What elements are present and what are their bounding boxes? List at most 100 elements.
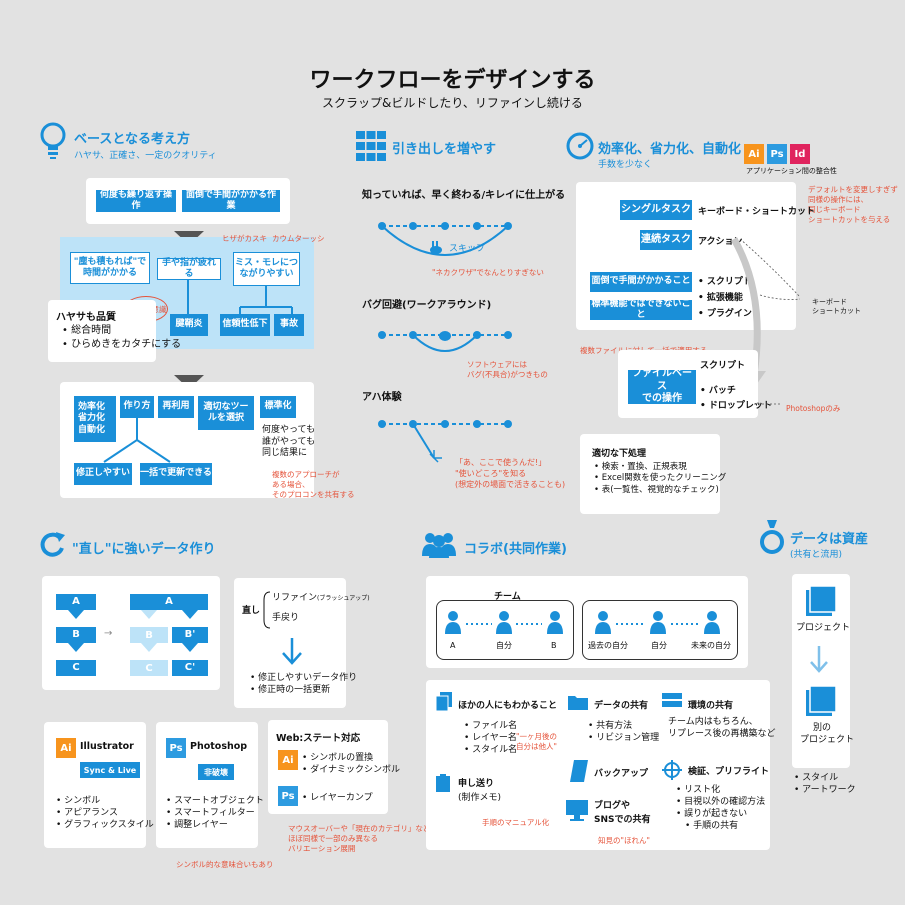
plugin-value: • プラグイン xyxy=(698,309,752,319)
understand-item: レイヤー名 xyxy=(464,732,517,744)
illustrator-list: シンボル アピアランス グラフィックスタイル xyxy=(56,795,154,831)
note-approach: 複数のアプローチが ある場合、 そのプロコンを共有する xyxy=(272,470,355,500)
note-counter: カウムターッシ xyxy=(272,234,325,243)
project-label: プロジェクト xyxy=(796,623,851,633)
server-icon xyxy=(662,693,682,713)
handover-sub: (制作メモ) xyxy=(458,793,502,803)
problem-accumulate: "塵も積もれば"で時間がかかる xyxy=(70,252,150,284)
preprocess-title: 適切な下処理 xyxy=(592,449,647,459)
fix-chain-1 xyxy=(68,610,84,652)
note-blog: 知見の"ほれん" xyxy=(598,836,650,845)
preprocess-list: 検索・置換、正規表現 Excel関数を使ったクリーニング 表(一覧性、視覚的なチ… xyxy=(594,462,727,496)
team-self: 自分 xyxy=(496,641,512,650)
note-manual: 手順のマニュアル化 xyxy=(482,818,550,827)
note-hiza: ヒザがカスキ xyxy=(222,234,267,243)
rabbit-icon xyxy=(429,240,443,259)
base-subtitle: ハヤサ、正確さ、一定のクオリティ xyxy=(74,151,217,161)
share-item: 共有方法 xyxy=(588,720,659,732)
skip-diagram xyxy=(378,222,512,256)
handover-title: 申し送り xyxy=(458,779,495,789)
assets-title: データは資産 xyxy=(790,532,869,547)
photoshop-item: スマートフィルター xyxy=(166,807,264,819)
page-title: ワークフローをデザインする xyxy=(309,68,596,93)
tedious-box: 面倒で手間がかかる作業 xyxy=(182,190,280,212)
droplet-connector xyxy=(754,403,782,405)
web-ps-list: レイヤーカンプ xyxy=(302,792,372,804)
standard-text: 何度やっても 誰がやっても 同じ結果に xyxy=(262,425,316,459)
quality-title: ハヤサも品質 xyxy=(56,312,116,323)
self-group xyxy=(582,600,738,660)
verify-title: 検証、プリフライト xyxy=(688,767,770,777)
understand-title: ほかの人にもわかること xyxy=(458,701,558,711)
verify-list: リスト化 目視以外の確認方法 誤りが起きない 手順の共有 xyxy=(676,784,765,833)
illustrator-tag: Sync & Live xyxy=(80,762,140,778)
non-standard-task: 標準機能ではできないこと xyxy=(590,298,692,320)
efficiency-item: 効率化 xyxy=(78,402,106,413)
current-self: 自分 xyxy=(651,641,667,650)
web-title: Web:ステート対応 xyxy=(276,733,361,744)
illustrator-item: グラフィックスタイル xyxy=(56,819,154,831)
folder-icon xyxy=(568,694,588,714)
assets-item: アートワーク xyxy=(794,784,855,796)
web-ai-item: シンボルの置換 xyxy=(302,752,400,764)
note-web: マウスオーバーや「現在のカテゴリ」など、 ほぼ同様で一部のみ異なる バリエーショ… xyxy=(288,824,438,854)
photoshop-name: Photoshop xyxy=(190,741,248,752)
fix-c1: C xyxy=(56,660,96,676)
photoshop-item: 調整レイヤー xyxy=(166,819,264,831)
single-task-value: キーボード・ショートカット xyxy=(698,207,816,217)
asset-icon xyxy=(760,520,784,560)
note-aha: 「あ、ここで使うんだ!」 "使いどころ"を知る (想定外の場面で活きることも) xyxy=(455,458,566,489)
note-symbol: シンボル的な意味合いもあり xyxy=(176,860,274,869)
photoshop-item: スマートオブジェクト xyxy=(166,795,264,807)
naoshi-bracket xyxy=(263,591,271,629)
share-title: データの共有 xyxy=(594,701,649,711)
monitor-icon xyxy=(566,800,588,826)
drawers-title: 引き出しを増やす xyxy=(392,142,497,157)
note-self-other: "一ヶ月後の 自分は他人" xyxy=(516,732,557,752)
note-photoshop: Photoshopのみ xyxy=(786,404,841,413)
method-howto: 作り方 xyxy=(120,396,154,418)
continuous-task-value: アクション xyxy=(698,237,743,247)
assets-subtitle: (共有と流用) xyxy=(790,550,843,560)
harddisk-icon xyxy=(570,760,588,786)
file-script: スクリプト xyxy=(700,361,746,371)
team-b: B xyxy=(551,641,557,650)
result-bulkupdate: 一括で更新できる xyxy=(140,463,212,485)
assets-list: スタイル アートワーク xyxy=(794,772,856,796)
drawer-item1-title: 知っていれば、早く終わる/キレイに仕上がる xyxy=(362,190,566,201)
verify-item: 目視以外の確認方法 xyxy=(676,796,765,808)
drawer-item3-title: アハ体験 xyxy=(362,392,402,403)
illustrator-item: シンボル xyxy=(56,795,154,807)
fix-title: "直し"に強いデータ作り xyxy=(72,542,216,557)
assets-item: スタイル xyxy=(794,772,856,784)
base-title: ベースとなる考え方 xyxy=(74,132,190,147)
share-list: 共有方法 リビジョン管理 xyxy=(588,720,659,744)
problem-connectors xyxy=(187,280,293,315)
fix-b1: B xyxy=(56,627,96,643)
script-value: • スクリプト xyxy=(698,277,752,287)
assets-down-arrow xyxy=(810,646,828,673)
understand-list: ファイル名 レイヤー名 スタイル名 xyxy=(464,720,517,756)
fix-result: 修正しやすいデータ作り xyxy=(250,672,357,684)
fix-a1: A xyxy=(56,594,96,610)
backup-label: バックアップ xyxy=(594,769,649,779)
fix-results: 修正しやすいデータ作り 修正時の一括更新 xyxy=(250,672,357,696)
clipboard-icon xyxy=(436,774,450,796)
web-ps-icon: Ps xyxy=(278,786,298,806)
efficiency-list: 効率化 省力化 自動化 xyxy=(74,396,116,442)
efficiency-subtitle: 手数を少なく xyxy=(598,160,653,170)
file-batch: • バッチ xyxy=(700,386,736,396)
fix-chain-2 xyxy=(141,610,198,652)
web-ai-icon: Ai xyxy=(278,750,298,770)
collab-title: コラボ(共同作業) xyxy=(464,542,567,557)
drawer-icon xyxy=(356,131,386,165)
workaround-diagram xyxy=(378,331,512,352)
fix-b2: B xyxy=(130,627,168,643)
extension-value: • 拡張機能 xyxy=(698,293,743,303)
crosshair-icon xyxy=(662,760,682,784)
fix-arrow: → xyxy=(104,628,113,639)
result-easyfix: 修正しやすい xyxy=(74,463,132,485)
naoshi-label: 直し xyxy=(242,606,261,616)
method-standard: 標準化 xyxy=(260,396,296,418)
note-defaults: デフォルトを変更しすぎず 同様の操作には、 同じキーボード ショートカットを与え… xyxy=(808,185,898,225)
